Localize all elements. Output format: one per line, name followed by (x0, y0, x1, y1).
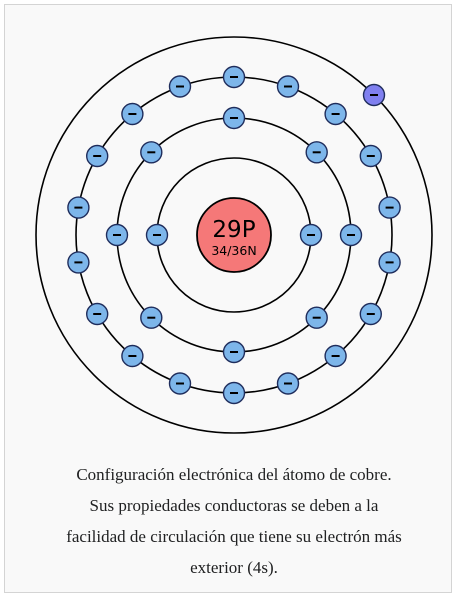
electron (85, 144, 109, 168)
electron (359, 144, 382, 168)
outer-electron (362, 83, 386, 107)
electron (324, 102, 347, 126)
electron (145, 223, 169, 247)
electron (378, 196, 401, 219)
electron (85, 302, 109, 326)
electron (105, 223, 129, 247)
electron (222, 381, 246, 405)
electron (222, 340, 246, 364)
electron (168, 75, 192, 98)
electron (276, 372, 300, 395)
electrons (67, 65, 401, 405)
caption-line: facilidad de circulación que tiene su el… (66, 527, 402, 546)
electron (324, 344, 347, 368)
electron (299, 223, 323, 247)
nucleus-circle (196, 197, 272, 273)
electron (67, 196, 90, 219)
electron (359, 302, 382, 326)
electron (276, 75, 300, 98)
electron (222, 106, 246, 130)
shell-n-orbit (35, 36, 433, 434)
electron (339, 223, 363, 247)
electron (168, 372, 192, 395)
electron (305, 141, 328, 164)
copper-atom-diagram: 29P 34/36N (35, 36, 433, 434)
nucleus: 29P 34/36N (196, 197, 272, 273)
figure-card: 29P 34/36N Configuración electrónica del… (4, 4, 452, 593)
nucleus-protons-label: 29P (212, 217, 255, 243)
caption-line: Sus propiedades conductoras se deben a l… (89, 496, 379, 515)
electron (140, 306, 163, 329)
nucleus-neutrons-label: 34/36N (211, 243, 256, 258)
caption-line: exterior (4s). (190, 558, 278, 577)
electron (222, 65, 246, 89)
electron (67, 251, 90, 274)
caption-line: Configuración electrónica del átomo de c… (76, 465, 392, 484)
electron (121, 102, 144, 126)
figure-caption: Configuración electrónica del átomo de c… (15, 459, 453, 583)
electron (140, 141, 163, 164)
electron (378, 251, 401, 274)
electron (305, 306, 328, 329)
electron (121, 344, 144, 368)
